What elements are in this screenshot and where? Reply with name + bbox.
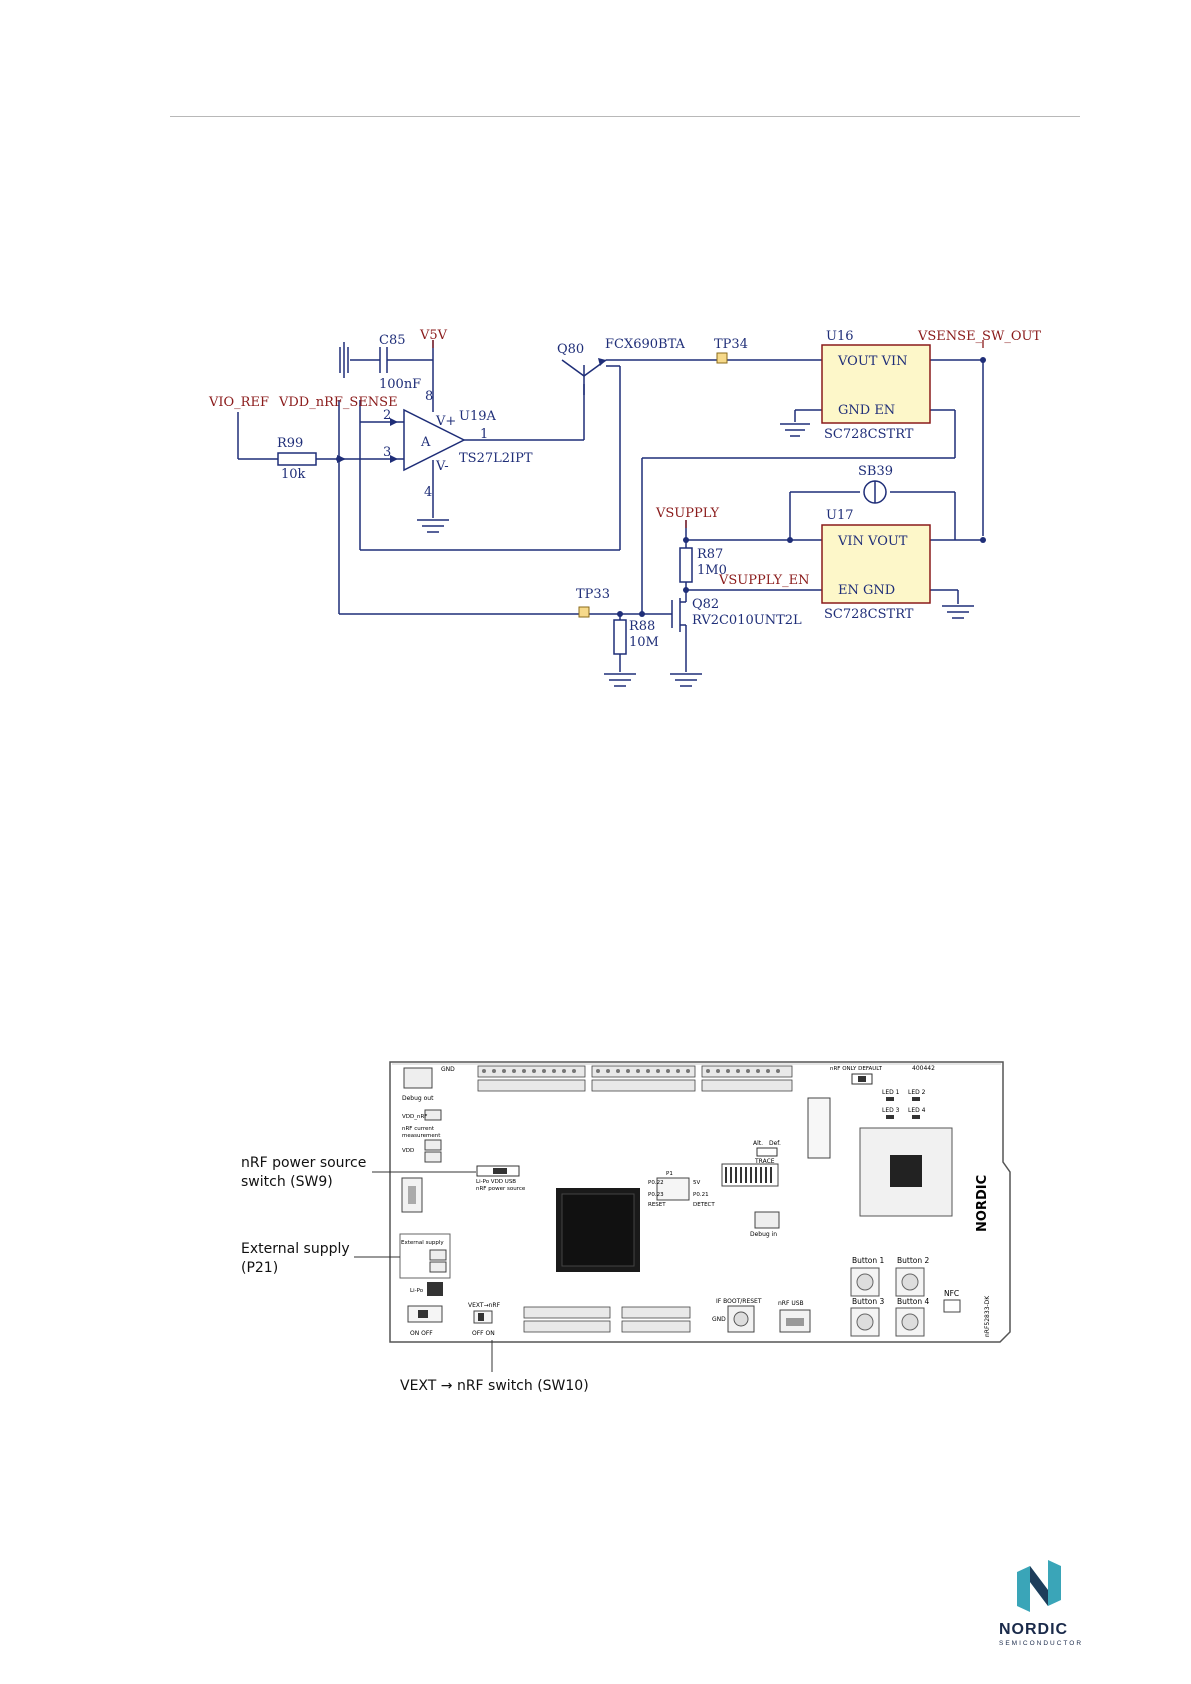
u16-label: U16	[826, 329, 854, 344]
header-rule	[170, 116, 1080, 117]
board-nordic-silk: NORDIC	[975, 1175, 990, 1232]
vsupply-net-label: VSUPPLY	[655, 506, 720, 521]
lipo-vdd-usb-label: Li-Po VDD USB	[476, 1179, 516, 1185]
reset-label: RESET	[648, 1202, 666, 1208]
c85-label: C85	[379, 333, 406, 348]
u19a-label: U19A	[459, 409, 496, 424]
vsense-sw-out-net-label: VSENSE_SW_OUT	[917, 329, 1041, 344]
alt-label: Alt.	[753, 1140, 763, 1147]
detect-label: DETECT	[693, 1202, 715, 1208]
external-supply-silk-label: External supply	[401, 1240, 444, 1246]
p0-21-label: P0.21	[693, 1192, 709, 1198]
r99-label: R99	[277, 436, 303, 451]
bottom-gnd-label: GND	[712, 1316, 726, 1323]
u16-vout-vin-pins: VOUT VIN	[837, 354, 907, 369]
debug-out-label: Debug out	[402, 1095, 434, 1102]
pin-4-label: 4	[424, 485, 432, 500]
board-name-label: nRF52833-DK	[984, 1295, 991, 1337]
nrf-power-source-label: nRF power source	[476, 1186, 526, 1192]
power-switch-schematic: C85 100nF V5V Q80 FCX690BTA TP34 U16 VSE…	[208, 328, 1041, 687]
led4-label: LED 4	[908, 1107, 926, 1114]
r99-value: 10k	[281, 467, 306, 482]
pin-8-label: 8	[425, 389, 433, 404]
led3-label: LED 3	[882, 1107, 900, 1114]
r88-label: R88	[629, 619, 655, 634]
if-boot-reset-label: IF BOOT/RESET	[716, 1298, 762, 1305]
opamp-a-label: A	[420, 435, 431, 450]
v-plus-label: V+	[435, 414, 456, 429]
u17-en-gnd-pins: EN GND	[838, 583, 895, 598]
q82-part-label: RV2C010UNT2L	[692, 613, 802, 628]
callout-vext-switch: VEXT → nRF switch (SW10)	[400, 1378, 589, 1394]
board-number-label: 400442	[912, 1065, 935, 1072]
u19a-part-label: TS27L2IPT	[459, 451, 533, 466]
tp34-label: TP34	[714, 337, 748, 352]
q80-part-label: FCX690BTA	[605, 337, 686, 352]
r88-value: 10M	[629, 635, 659, 650]
u17-label: U17	[826, 508, 854, 523]
button4-label: Button 4	[897, 1297, 930, 1306]
vio-ref-net-label: VIO_REF	[208, 395, 269, 410]
p0-22-label: P0.22	[648, 1180, 664, 1186]
button1-label: Button 1	[852, 1256, 885, 1265]
vsupply-en-net-label: VSUPPLY_EN	[718, 573, 810, 588]
c85-value: 100nF	[379, 377, 421, 392]
u17-vin-vout-pins: VIN VOUT	[837, 534, 908, 549]
p1-label: P1	[666, 1171, 673, 1177]
p0-23-label: P0.23	[648, 1192, 664, 1198]
v-minus-label: V-	[435, 459, 449, 474]
u17-part-label: SC728CSTRT	[824, 607, 914, 622]
lipo-silk-label: Li-Po	[410, 1288, 424, 1294]
sb39-label: SB39	[858, 464, 893, 479]
q80-label: Q80	[557, 342, 584, 357]
five-v-label: 5V	[693, 1180, 700, 1186]
q82-label: Q82	[692, 597, 719, 612]
u16-gnd-en-pins: GND EN	[838, 403, 895, 418]
callout-power-switch-line1: nRF power source	[241, 1155, 366, 1171]
r87-label: R87	[697, 547, 723, 562]
nfc-label: NFC	[944, 1289, 959, 1298]
measurement-label: measurement	[402, 1133, 441, 1139]
off-on-label: OFF ON	[472, 1330, 495, 1337]
callout-external-supply-line2: (P21)	[241, 1260, 278, 1276]
pin-2-label: 2	[383, 408, 391, 423]
tp33-label: TP33	[576, 587, 610, 602]
vdd-nrf-sense-net-label: VDD_nRF_SENSE	[278, 395, 398, 410]
top-gnd-label: GND	[441, 1066, 455, 1073]
def-label: Def.	[769, 1140, 781, 1147]
callout-power-switch-line2: switch (SW9)	[241, 1174, 333, 1190]
u16-part-label: SC728CSTRT	[824, 427, 914, 442]
button2-label: Button 2	[897, 1256, 930, 1265]
led1-label: LED 1	[882, 1089, 900, 1096]
trace-label: TRACE	[754, 1158, 775, 1165]
nrf-usb-label: nRF USB	[778, 1300, 804, 1307]
callout-external-supply-line1: External supply	[241, 1241, 350, 1257]
vext-nrf-silk-label: VEXT→nRF	[468, 1302, 501, 1309]
r87-value: 1M0	[697, 563, 727, 578]
debug-in-label: Debug in	[750, 1231, 777, 1238]
button3-label: Button 3	[852, 1297, 885, 1306]
v5v-net-label: V5V	[419, 328, 448, 343]
led2-label: LED 2	[908, 1089, 926, 1096]
nrf-current-label: nRF current	[402, 1126, 435, 1132]
vdd-label: VDD	[402, 1148, 414, 1154]
vdd-nrf-label: VDD_nRF	[402, 1114, 427, 1120]
pin-3-label: 3	[383, 445, 391, 460]
nrf-only-default-label: nRF ONLY DEFAULT	[830, 1066, 883, 1072]
pin-1-label: 1	[480, 427, 488, 442]
on-off-label: ON OFF	[410, 1330, 433, 1337]
